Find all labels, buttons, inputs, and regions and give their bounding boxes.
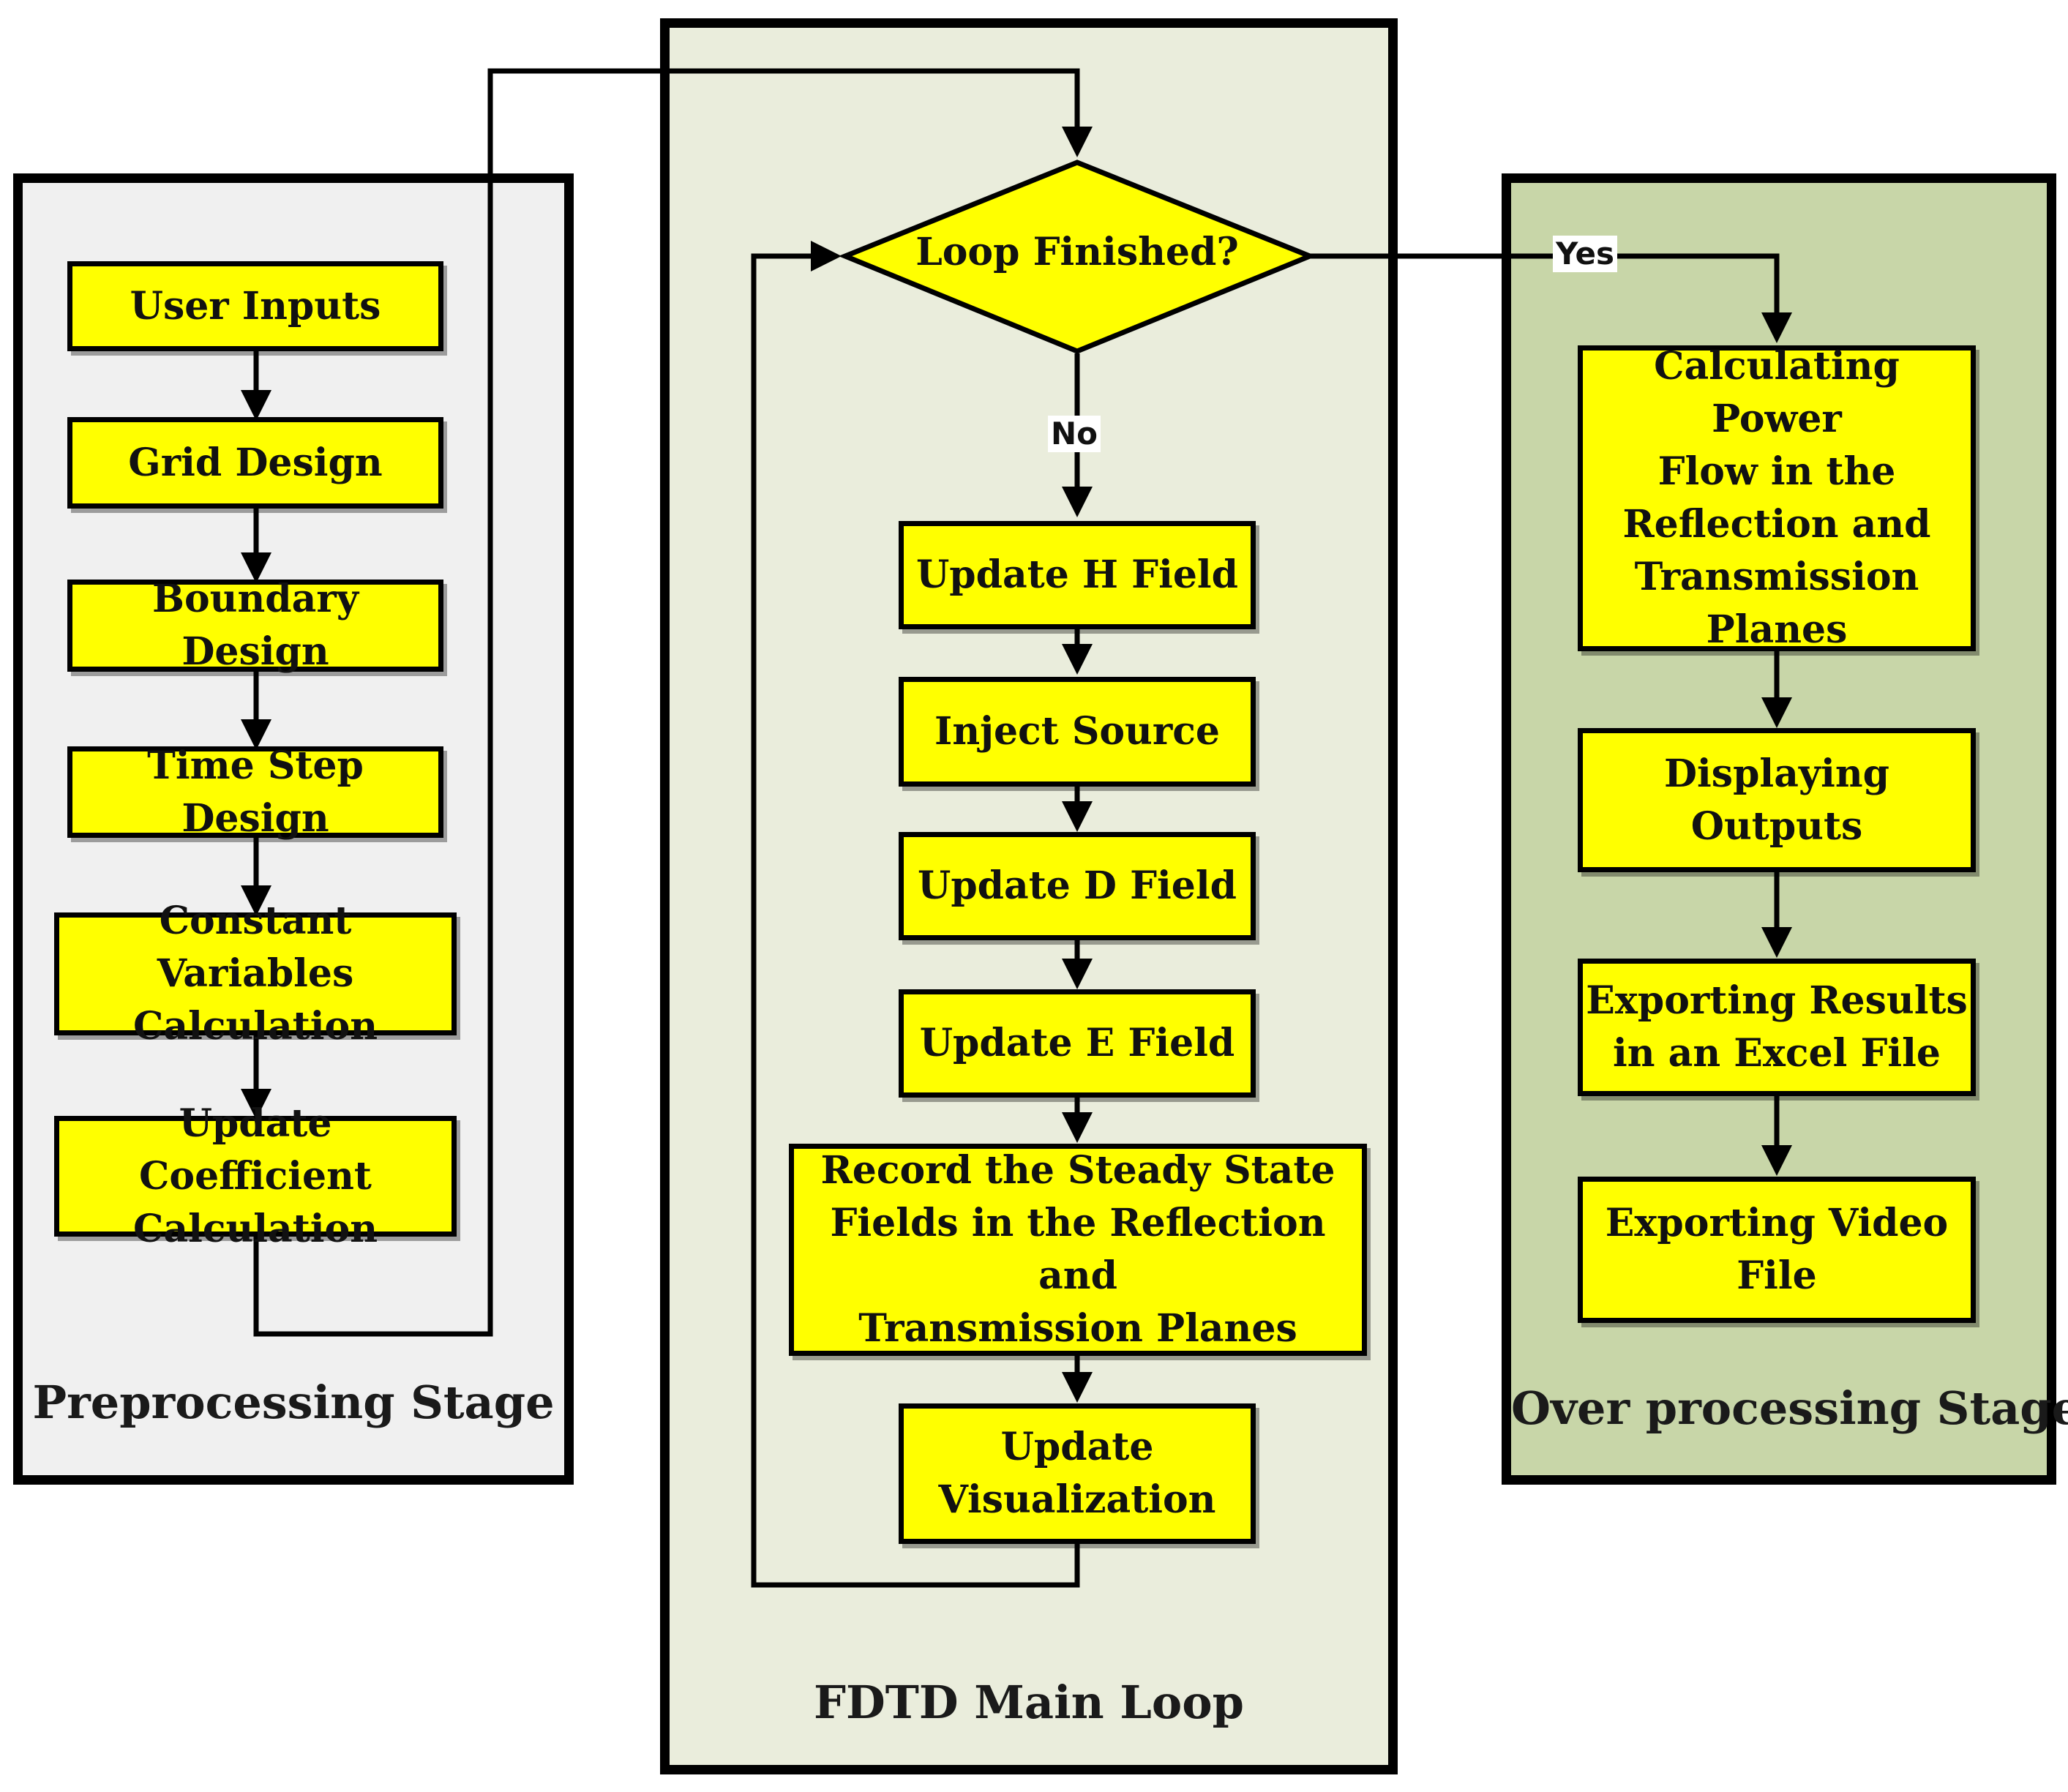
step-exporting-video: Exporting Video File (1578, 1177, 1976, 1323)
step-grid-design: Grid Design (67, 417, 443, 509)
step-constant-variables: Constant Variables Calculation (54, 899, 457, 1049)
step-inject-source: Inject Source (899, 677, 1256, 787)
loop-decision-diamond (838, 160, 1317, 354)
step-update-e-field: Update E Field (899, 989, 1256, 1098)
step-time-step-design: Time Step Design (67, 743, 443, 841)
step-boundary-design: Boundary Design (67, 577, 443, 674)
step-record-steady-state: Record the Steady State Fields in the Re… (789, 1144, 1367, 1356)
main-loop-title: FDTD Main Loop (814, 1676, 1244, 1729)
yes-label: Yes (1553, 236, 1618, 272)
step-calculating-power-flow: Calculating Power Flow in the Reflection… (1578, 344, 1976, 652)
arrow-decision-yes (1310, 253, 1792, 343)
step-update-h-field: Update H Field (899, 521, 1256, 629)
step-update-coefficient: Update Coefficient Calculation (54, 1101, 457, 1251)
arrow-preprocessing-to-loop (253, 68, 1093, 1337)
step-update-visualization: Update Visualization (899, 1403, 1256, 1544)
no-label: No (1048, 416, 1101, 452)
step-exporting-excel: Exporting Results in an Excel File (1578, 959, 1976, 1096)
loop-decision-label: Loop Finished? (915, 230, 1239, 274)
preprocessing-stage-title: Preprocessing Stage (32, 1376, 555, 1429)
step-update-d-field: Update D Field (899, 832, 1256, 940)
over-processing-stage-title: Over processing Stage (1511, 1382, 2068, 1435)
step-displaying-outputs: Displaying Outputs (1578, 728, 1976, 872)
arrow-loop-back (751, 241, 1080, 1588)
step-user-inputs: User Inputs (67, 261, 443, 351)
